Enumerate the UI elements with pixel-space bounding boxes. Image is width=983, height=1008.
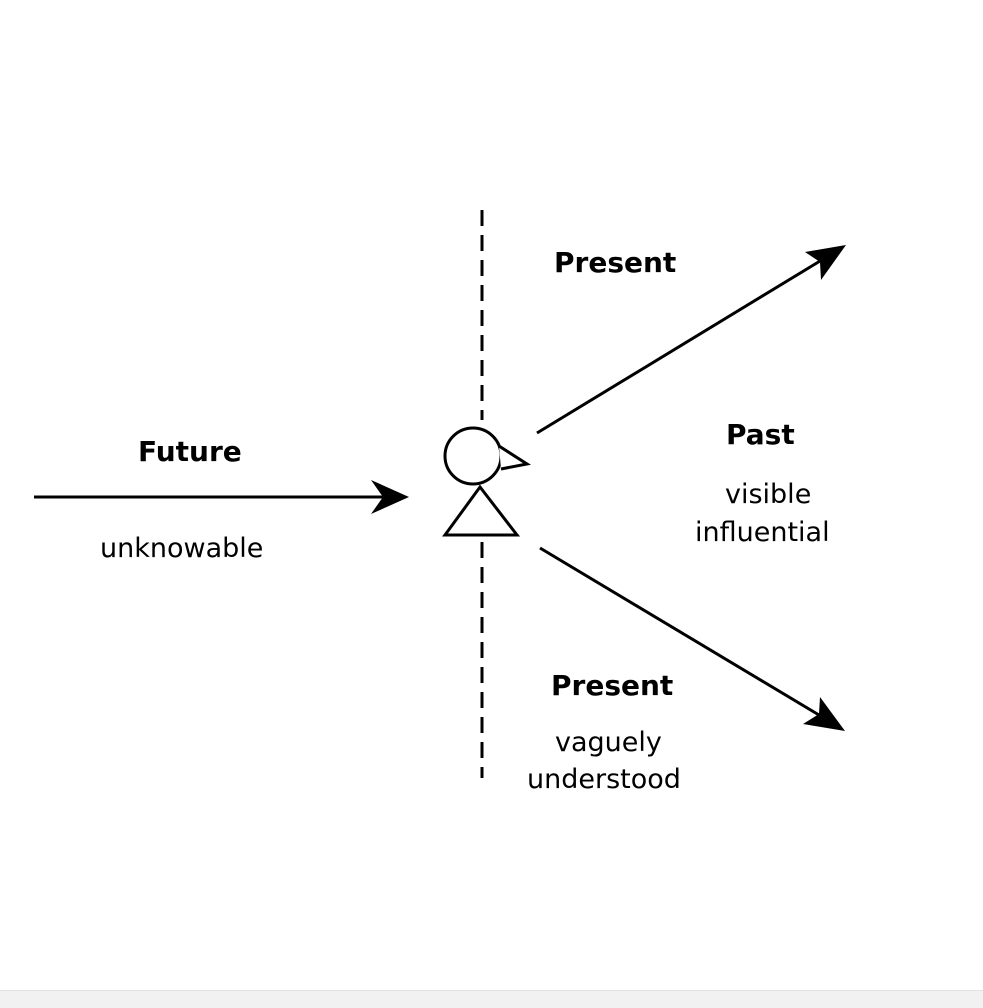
present-bottom-title: Present [551,669,674,702]
lower-arrow [539,546,845,731]
future-description: unknowable [100,533,264,564]
future-title: Future [138,435,242,468]
past-title: Past [726,418,795,451]
present-bottom-description-line1: vaguely [555,727,662,758]
person-head [443,426,503,486]
person-nose [498,444,531,471]
past-description-line1: visible [725,479,812,510]
future-arrow [34,480,409,514]
present-bottom-description-line2: understood [527,764,681,795]
person-figure [442,426,531,537]
bottom-strip [0,990,983,1008]
past-description-line2: influential [695,517,830,548]
upper-arrow [536,245,846,435]
present-top-title: Present [554,246,677,279]
person-body [442,484,521,537]
